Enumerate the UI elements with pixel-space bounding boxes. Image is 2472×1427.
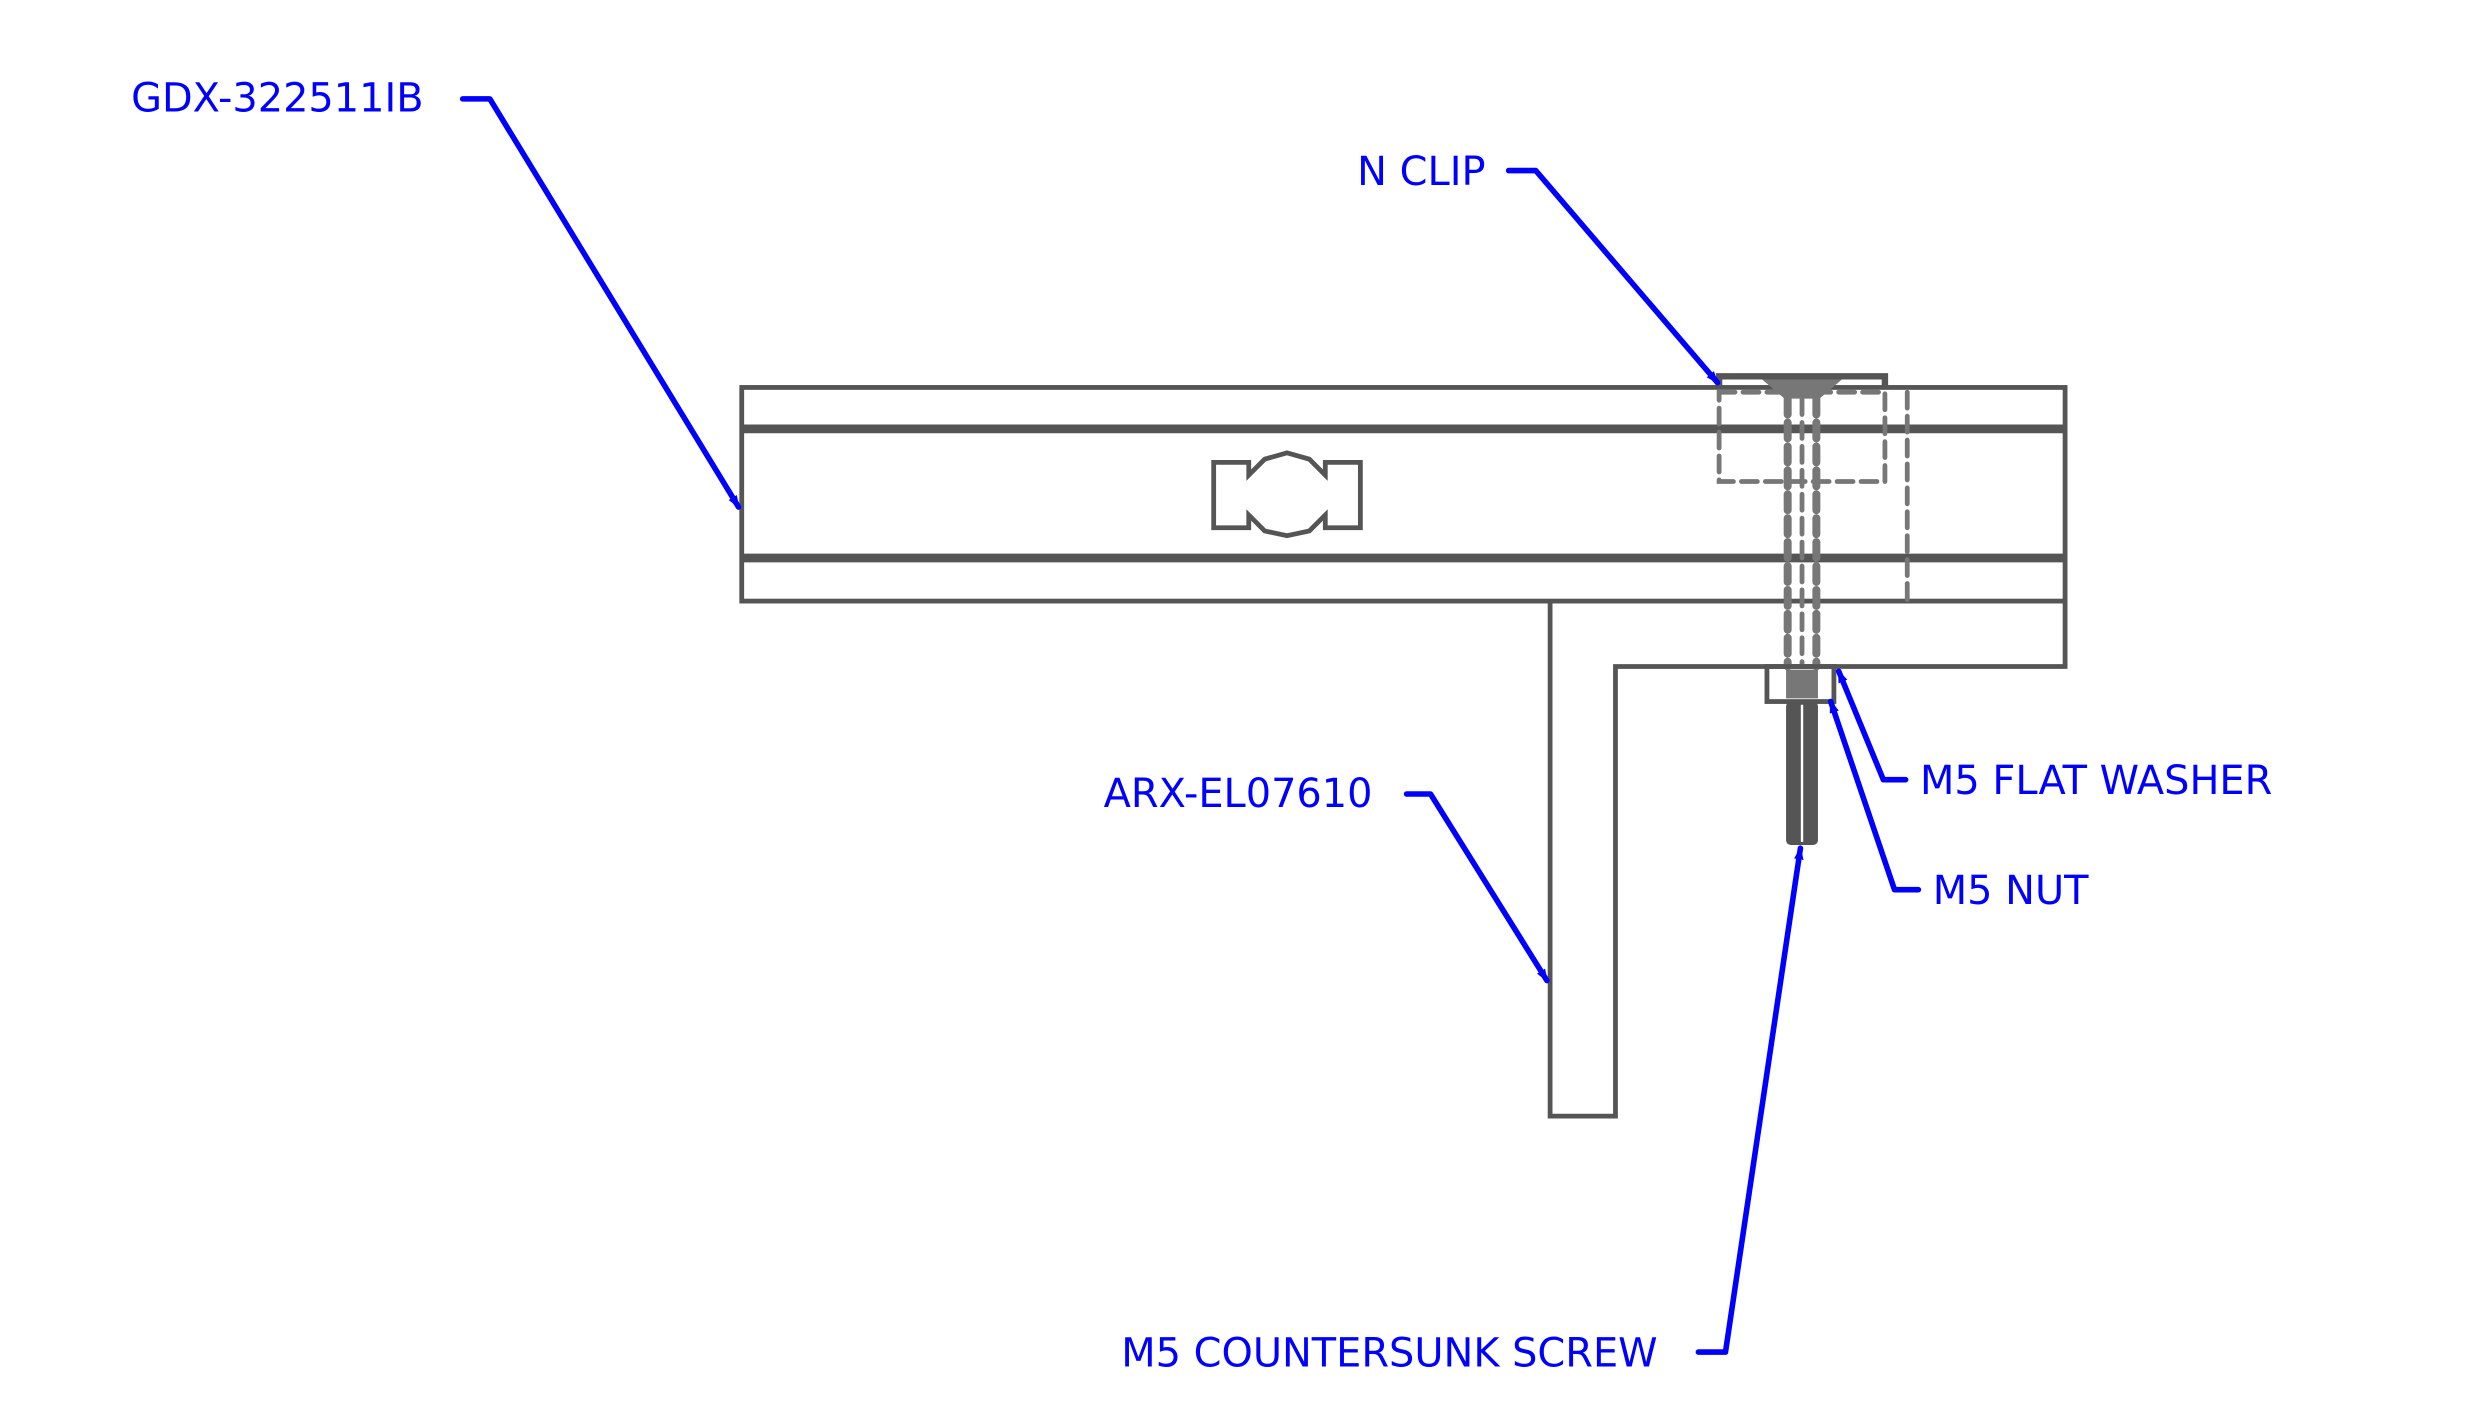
callout-clip: N CLIP — [1357, 149, 1721, 386]
countersunk-screw — [1762, 379, 1842, 846]
callout-washer: M5 FLAT WASHER — [1835, 668, 2272, 804]
callout-nut: M5 NUT — [1827, 698, 2089, 914]
callout-bracket: ARX-EL07610 — [1104, 771, 1550, 984]
rail-gdx-322511ib — [739, 385, 2068, 604]
bracket-arx-el07610 — [1547, 601, 2068, 1119]
callout-rail: GDX-322511IB — [131, 76, 742, 510]
rail-slot-profile — [1211, 450, 1363, 539]
m5-nut-and-washer — [1764, 664, 1837, 704]
label-gdx-322511ib: GDX-322511IB — [131, 76, 424, 122]
label-m5-countersunk-screw: M5 COUNTERSUNK SCREW — [1121, 1330, 1657, 1376]
label-n-clip: N CLIP — [1357, 149, 1485, 195]
label-m5-nut: M5 NUT — [1933, 868, 2089, 914]
label-m5-flat-washer: M5 FLAT WASHER — [1920, 758, 2272, 804]
callout-screw: M5 COUNTERSUNK SCREW — [1121, 845, 1804, 1376]
label-arx-el07610: ARX-EL07610 — [1104, 771, 1373, 817]
